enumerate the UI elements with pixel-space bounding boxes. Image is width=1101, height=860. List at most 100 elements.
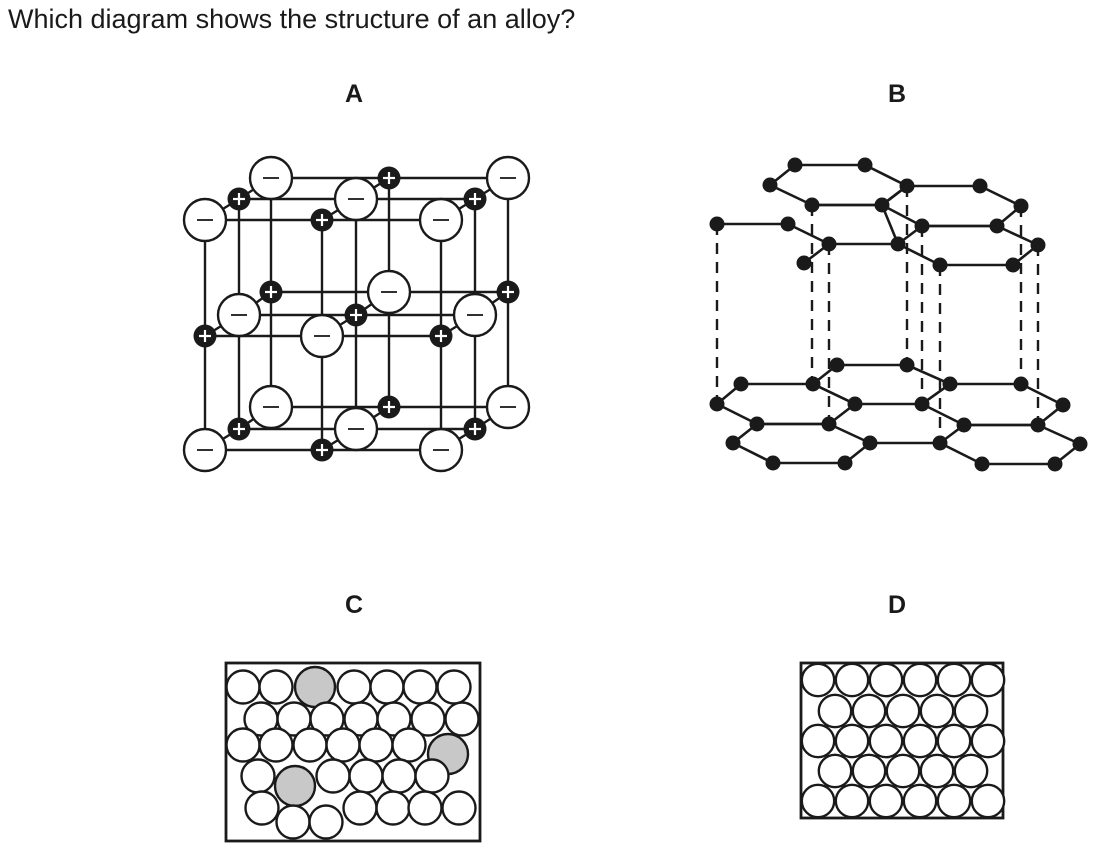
atom-dot xyxy=(857,157,873,173)
metal-atom xyxy=(800,783,836,819)
metal-atom xyxy=(919,753,955,789)
metal-atom xyxy=(225,727,261,763)
atom-dot xyxy=(1030,237,1046,253)
metal-atom xyxy=(800,723,836,759)
atom-dot xyxy=(1005,257,1021,273)
metal-atom xyxy=(441,790,477,826)
metal-atom xyxy=(970,662,1006,698)
metal-atom xyxy=(225,669,261,705)
metal-atom xyxy=(936,662,972,698)
metal-atom xyxy=(292,727,328,763)
atom-dot xyxy=(796,255,812,271)
metal-atom xyxy=(936,723,972,759)
different-element-atom xyxy=(293,665,337,709)
diagram-d-pure-metal[interactable] xyxy=(790,655,1015,830)
metal-atom xyxy=(436,669,472,705)
atom-dot xyxy=(989,218,1005,234)
atom-dot xyxy=(1030,417,1046,433)
atom-dot xyxy=(1013,198,1029,214)
atom-dot xyxy=(780,216,796,232)
metal-atom xyxy=(953,693,989,729)
atom-dot xyxy=(899,357,915,373)
metal-atom xyxy=(414,758,450,794)
metal-atom xyxy=(258,727,294,763)
metal-atom xyxy=(902,723,938,759)
metal-atom xyxy=(834,723,870,759)
atom-dot xyxy=(974,456,990,472)
atom-dot xyxy=(862,435,878,451)
metal-atom xyxy=(834,783,870,819)
atom-dot xyxy=(821,236,837,252)
atom-dot xyxy=(932,257,948,273)
metal-atom xyxy=(885,753,921,789)
atom-dot xyxy=(787,157,803,173)
metal-atom xyxy=(817,753,853,789)
metal-atom xyxy=(315,758,351,794)
metal-atom xyxy=(970,783,1006,819)
atom-dot xyxy=(709,396,725,412)
diagram-c-alloy-structure[interactable] xyxy=(215,655,495,850)
metal-atom xyxy=(348,758,384,794)
atom-dot xyxy=(821,416,837,432)
atom-dot xyxy=(804,197,820,213)
atom-dot xyxy=(1072,436,1088,452)
metal-atom xyxy=(800,662,836,698)
metal-atom xyxy=(375,790,411,826)
atom-dot xyxy=(1055,397,1071,413)
metal-atom xyxy=(325,727,361,763)
atom-dot xyxy=(914,396,930,412)
metal-atom xyxy=(258,669,294,705)
metal-atom xyxy=(240,758,276,794)
metal-atom xyxy=(275,804,311,840)
option-label-a: A xyxy=(345,80,364,108)
atom-dot xyxy=(805,376,821,392)
atom-dot xyxy=(932,435,948,451)
metal-atom xyxy=(391,727,427,763)
metal-atom xyxy=(342,790,378,826)
atom-dot xyxy=(890,236,906,252)
atom-dot xyxy=(829,357,845,373)
metal-atom xyxy=(369,669,405,705)
atom-dot xyxy=(847,396,863,412)
atom-dot xyxy=(1013,376,1029,392)
metal-atom xyxy=(919,693,955,729)
metal-atom xyxy=(407,790,443,826)
atom-dot xyxy=(942,376,958,392)
question-text: Which diagram shows the structure of an … xyxy=(8,4,576,34)
option-label-b: B xyxy=(888,80,907,108)
metal-atom xyxy=(834,662,870,698)
atom-dot xyxy=(765,455,781,471)
atom-dot xyxy=(1047,456,1063,472)
metal-atom xyxy=(817,693,853,729)
metal-atom xyxy=(885,693,921,729)
atom-dot xyxy=(972,178,988,194)
different-element-atom xyxy=(273,764,317,808)
atom-dot xyxy=(914,218,930,234)
metal-atom xyxy=(936,783,972,819)
hexagon-bond xyxy=(870,423,1082,466)
metal-atom xyxy=(402,669,438,705)
atom-dot xyxy=(725,435,741,451)
atom-dot xyxy=(899,178,915,194)
option-label-c: C xyxy=(345,591,364,619)
metal-atom xyxy=(902,662,938,698)
metal-atom xyxy=(851,753,887,789)
metal-atom xyxy=(444,701,480,737)
metal-atom xyxy=(851,693,887,729)
metal-atom xyxy=(336,669,372,705)
atom-dot xyxy=(709,216,725,232)
metal-atom xyxy=(953,753,989,789)
metal-atom xyxy=(244,790,280,826)
metal-atom xyxy=(902,783,938,819)
atom-dot xyxy=(749,416,765,432)
diagram-a-ionic-lattice[interactable] xyxy=(170,145,540,485)
metal-atom xyxy=(358,727,394,763)
metal-atom xyxy=(308,804,344,840)
atom-dot xyxy=(837,455,853,471)
metal-atom xyxy=(970,723,1006,759)
option-label-d: D xyxy=(888,591,907,619)
diagram-b-hexagonal-layers[interactable] xyxy=(695,145,1100,485)
atom-dot xyxy=(762,177,778,193)
metal-atom xyxy=(868,662,904,698)
metal-atom xyxy=(868,723,904,759)
